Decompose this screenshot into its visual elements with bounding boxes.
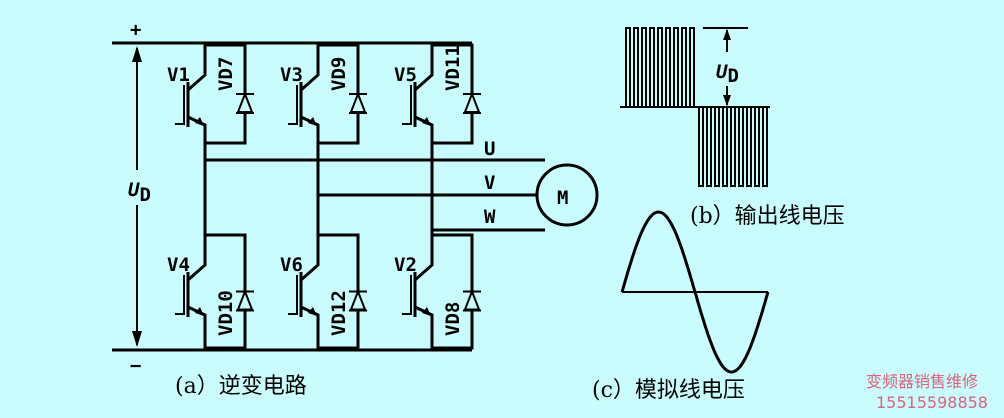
emitter-arrow-icon	[308, 307, 317, 316]
diode-label: VD11	[442, 45, 464, 91]
diode-label: VD9	[328, 57, 350, 91]
ud-label-b: UD	[716, 61, 739, 87]
motor-label: M	[557, 187, 568, 209]
switch-label: V2	[394, 254, 417, 276]
diode-label: VD12	[328, 290, 350, 336]
diode-label: VD10	[215, 290, 237, 336]
diode-icon	[463, 288, 481, 311]
igbt-gate	[175, 275, 185, 315]
upper-switch-module: V5 VD11	[394, 43, 481, 145]
phase-w-label: W	[484, 206, 496, 228]
diode-label: VD8	[442, 302, 464, 336]
diode-icon	[236, 288, 254, 311]
ud-arrow-b	[723, 29, 731, 106]
diode-icon	[349, 91, 367, 113]
phase-u-label: U	[484, 138, 495, 160]
switch-label: V1	[167, 64, 190, 86]
switch-label: V6	[280, 254, 303, 276]
igbt-gate	[175, 85, 185, 125]
ud-label: UD	[128, 179, 151, 206]
watermark-text: 变频器销售维修	[866, 372, 978, 391]
igbt-gate	[402, 85, 412, 125]
igbt-gate	[288, 85, 298, 125]
igbt-gate	[402, 275, 412, 315]
diode-label: VD7	[215, 57, 237, 91]
plus-label: +	[130, 19, 141, 41]
output-voltage-waveform	[625, 27, 768, 187]
switch-label: V5	[394, 64, 417, 86]
emitter-arrow-icon	[422, 117, 431, 126]
emitter-arrow-icon	[195, 307, 204, 316]
watermark-phone: 15515598858	[876, 393, 988, 412]
emitter-arrow-icon	[195, 117, 204, 126]
analog-voltage-sine	[620, 210, 770, 374]
pwm-pulses	[625, 27, 768, 187]
motor-circle	[535, 163, 599, 227]
caption-c: (c）模拟线电压	[592, 378, 745, 403]
diode-icon	[236, 91, 254, 113]
switch-label: V4	[167, 254, 190, 276]
diode-icon	[349, 288, 367, 311]
diode-icon	[463, 91, 481, 113]
minus-label: −	[130, 355, 141, 377]
switch-label: V3	[280, 64, 303, 86]
phase-v-label: V	[484, 172, 495, 194]
caption-a: (a）逆变电路	[175, 374, 307, 399]
dc-voltage-arrow	[132, 46, 142, 347]
caption-b: (b）输出线电压	[690, 204, 845, 229]
upper-switch-module: V1 VD7	[167, 43, 254, 145]
upper-switch-module: V3 VD9	[280, 43, 367, 145]
igbt-gate	[288, 275, 298, 315]
emitter-arrow-icon	[308, 117, 317, 126]
emitter-arrow-icon	[422, 307, 431, 316]
